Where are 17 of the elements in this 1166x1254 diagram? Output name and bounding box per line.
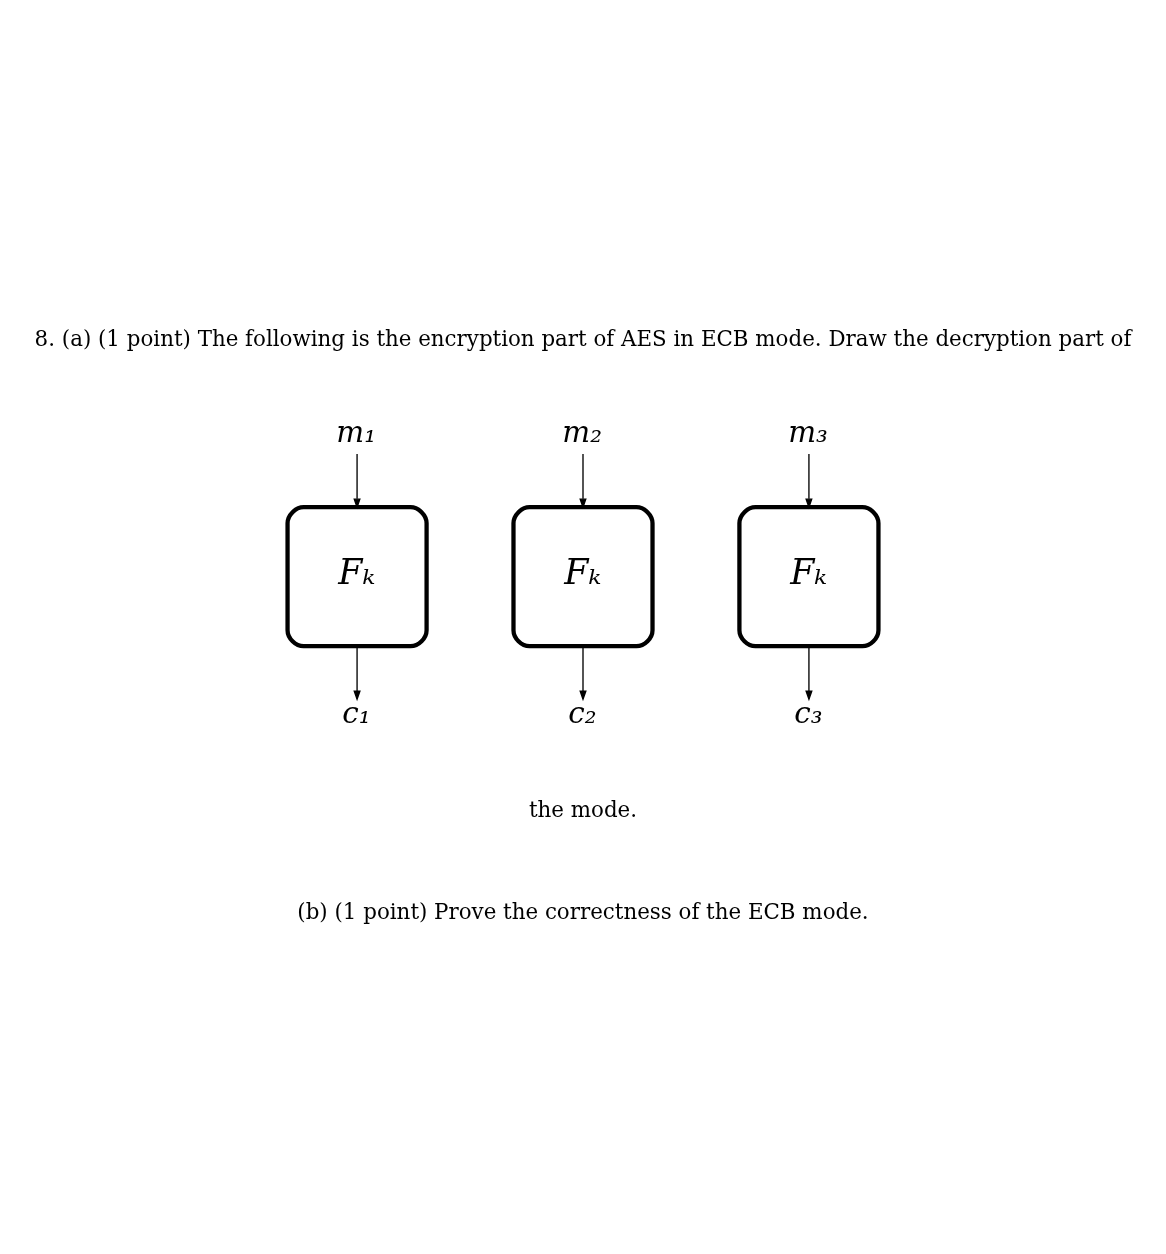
node-text: m₂ [562,414,602,449]
arrow [353,645,361,701]
label: the mode. [528,796,638,822]
node-text: c₃ [794,695,823,730]
node-box: Fₖ [737,504,881,648]
arrow [579,645,587,701]
node-text: m₃ [788,414,828,449]
node-text: c₁ [342,695,371,730]
node-box: Fₖ [285,504,429,648]
node-text: c₂ [568,695,597,730]
arrow [805,452,813,509]
node-text: m₁ [336,414,377,449]
label: 8. (a) (1 point) The following is the encryption part of AES in ECB mode. Draw the decryption part of [34,325,1132,351]
arrow [805,645,813,701]
label: (b) (1 point) Prove the correctness of the ECB mode. [297,898,869,924]
arrow [353,452,361,509]
node-box: Fₖ [511,504,655,648]
